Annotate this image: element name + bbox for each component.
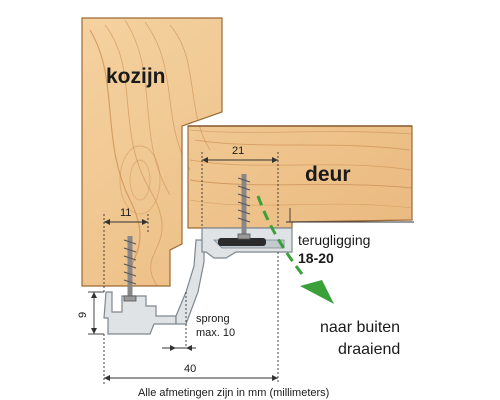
door-label: deur <box>305 163 351 186</box>
green-arrow-icon <box>256 195 334 304</box>
dim-height: 9 <box>77 312 89 318</box>
direction-line2: draaiend <box>338 341 400 358</box>
rebate-label: sprong <box>196 313 230 325</box>
dim-total-width: 40 <box>184 363 196 375</box>
frame-wood <box>81 17 223 287</box>
direction-line1: naar buiten <box>320 319 400 336</box>
screw-icon <box>237 174 251 240</box>
dim-right-width: 21 <box>232 145 244 157</box>
dim-left-width: 11 <box>120 207 131 219</box>
recess-label: terugligging <box>298 232 370 248</box>
frame-label: kozijn <box>106 65 166 88</box>
recess-value: 18-20 <box>298 250 334 266</box>
screw-icon <box>123 236 137 302</box>
gasket <box>218 238 266 246</box>
footer-note: Alle afmetingen zijn in mm (millimeters) <box>138 387 329 399</box>
seal-profile-left <box>103 291 177 335</box>
door-wood <box>187 125 413 229</box>
rebate-value: max. 10 <box>196 327 235 339</box>
seal-profile-mid <box>175 239 205 325</box>
